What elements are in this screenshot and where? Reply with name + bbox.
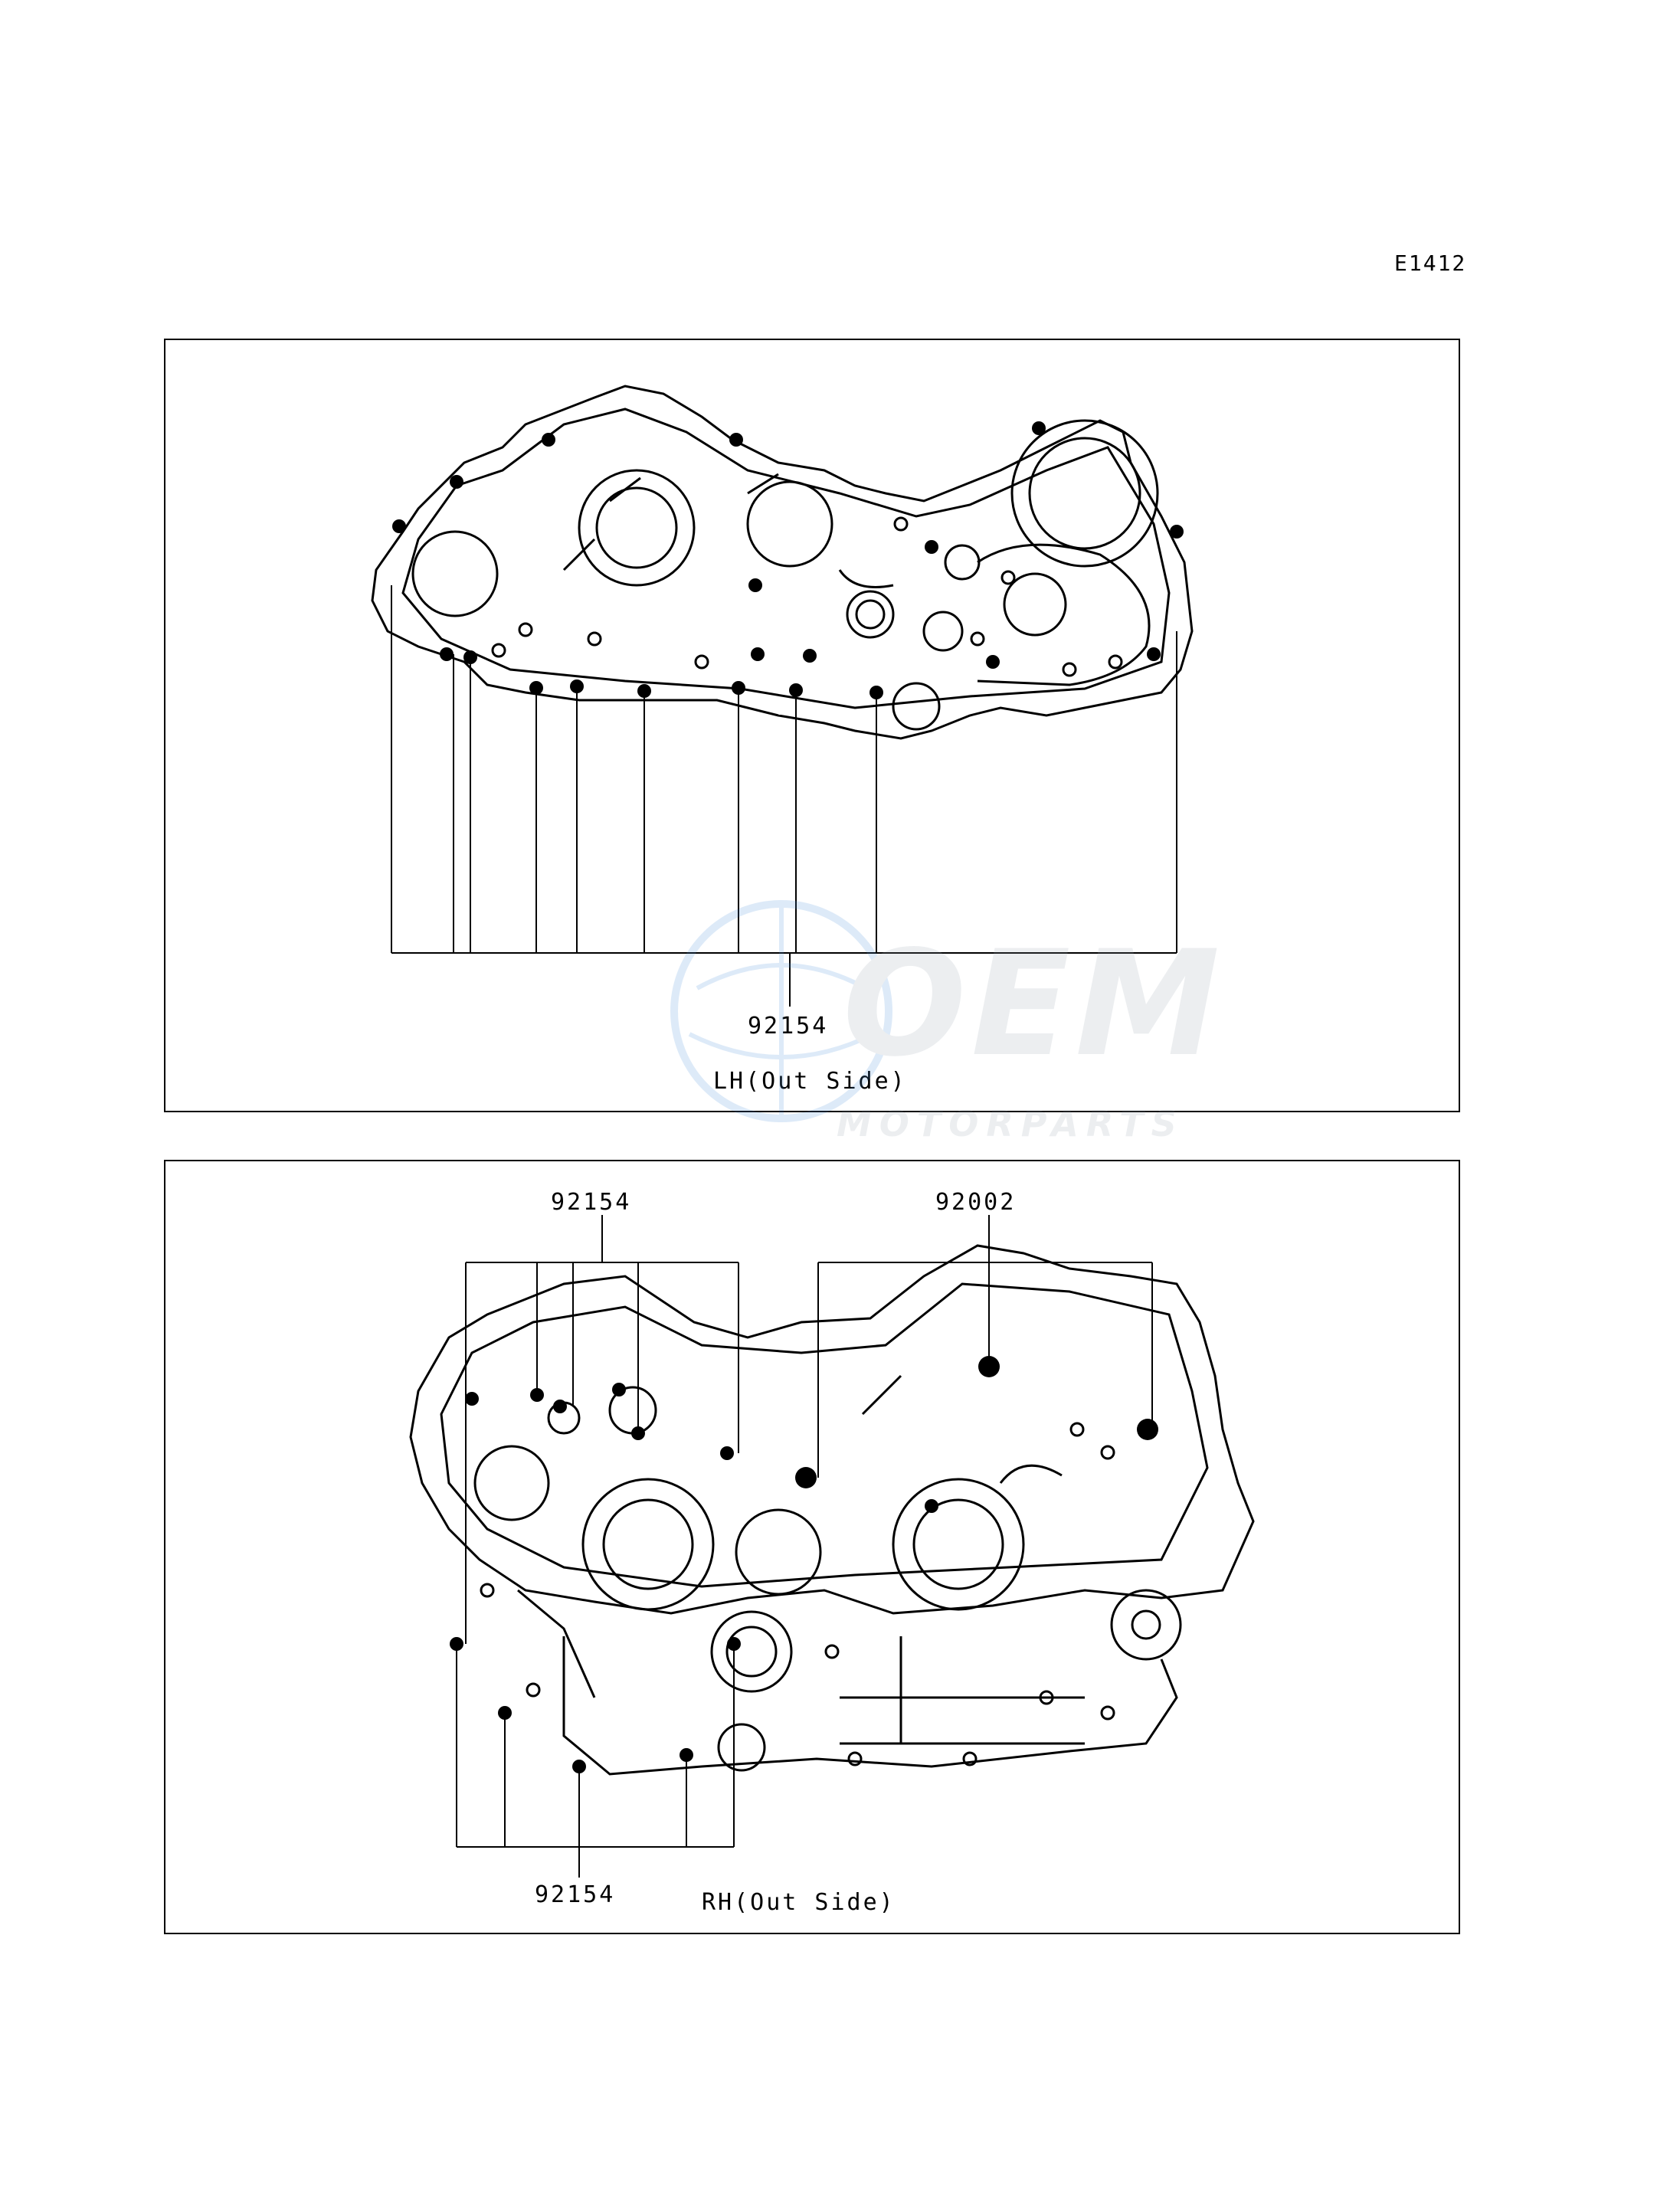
diagram-code: E1412 xyxy=(1394,250,1467,276)
rh-panel-title: RH(Out Side) xyxy=(702,1889,896,1916)
lh-panel-title: LH(Out Side) xyxy=(713,1068,907,1095)
rh-part-number-top-left: 92154 xyxy=(551,1189,632,1216)
panel-rh-outside: 92154 92002 92154 RH(Out Side) xyxy=(164,1160,1460,1934)
lh-part-number-label: 92154 xyxy=(748,1013,829,1040)
rh-crankcase-drawing xyxy=(409,1215,1255,1878)
lh-crankcase-drawing xyxy=(371,385,1194,1007)
rh-part-number-bottom: 92154 xyxy=(535,1881,616,1908)
panel-lh-outside: 92154 LH(Out Side) xyxy=(164,339,1460,1112)
rh-part-number-top-right: 92002 xyxy=(935,1189,1017,1216)
